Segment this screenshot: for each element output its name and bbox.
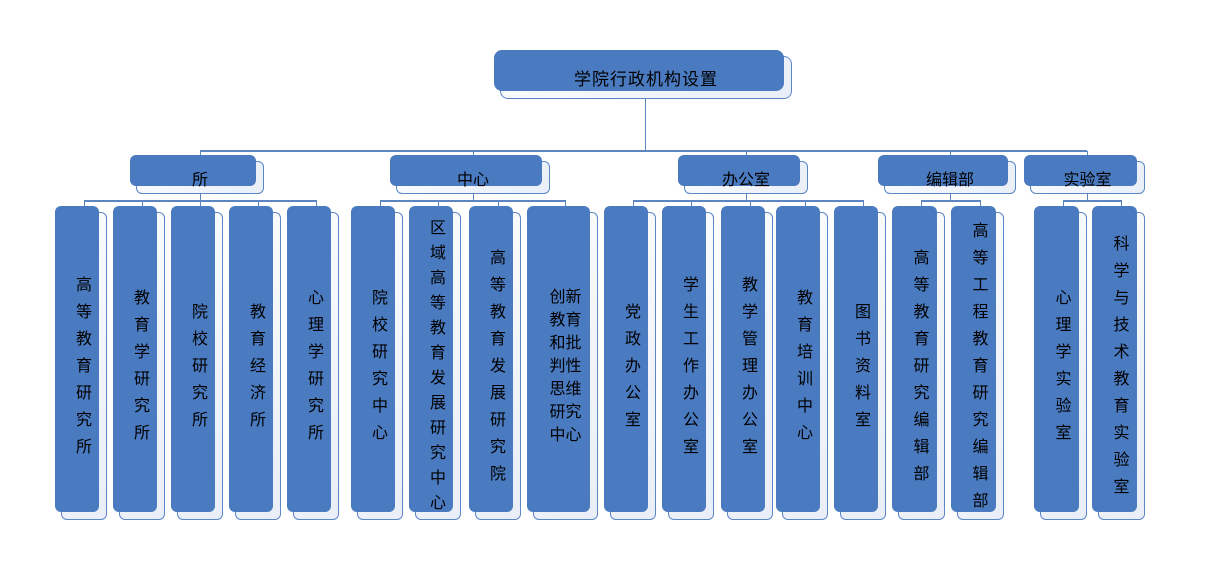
branch-header-label: 编辑部 <box>925 171 974 189</box>
connector-line-vertical <box>749 200 751 210</box>
org-leaf-box[interactable]: 教学管理办公室 <box>721 206 773 520</box>
connector-line-vertical <box>690 200 692 210</box>
org-leaf-label: 教育学研究所 <box>133 290 150 442</box>
org-leaf-box[interactable]: 图书资料室 <box>834 206 886 520</box>
org-leaf-label: 高等教育研究编辑部 <box>913 249 930 483</box>
connector-line-vertical <box>920 200 922 210</box>
branch-header-offices[interactable]: 办公室 <box>678 155 808 194</box>
branch-header-editorial[interactable]: 编辑部 <box>878 155 1016 194</box>
org-leaf-box[interactable]: 高等教育发展研究院 <box>469 206 521 520</box>
org-leaf-label: 心理学实验室 <box>1055 290 1072 442</box>
org-leaf-box[interactable]: 院校研究中心 <box>351 206 403 520</box>
org-leaf-label: 高等工程教育研究编辑部 <box>972 222 989 510</box>
connector-line-horizontal <box>633 200 863 202</box>
connector-line-vertical <box>1120 200 1122 210</box>
org-leaf-box[interactable]: 科学与技术教育实验室 <box>1092 206 1145 520</box>
connector-line-vertical <box>199 200 201 210</box>
connector-line-vertical <box>257 200 259 210</box>
org-leaf-box[interactable]: 教育经济所 <box>229 206 281 520</box>
connector-line-horizontal <box>1063 200 1121 202</box>
org-leaf-label: 教育培训中心 <box>796 290 813 442</box>
connector-line-horizontal <box>921 200 980 202</box>
connector-line-vertical <box>83 200 85 210</box>
connector-line-vertical <box>141 200 143 210</box>
org-leaf-label: 创新教育和批判性思维研究中心 <box>549 288 582 444</box>
org-leaf-label: 高等教育发展研究院 <box>489 249 506 483</box>
org-leaf-label: 学生工作办公室 <box>682 276 699 456</box>
branch-header-label: 办公室 <box>721 171 770 189</box>
connector-line-vertical <box>862 200 864 210</box>
org-leaf-box[interactable]: 高等教育研究所 <box>55 206 107 520</box>
connector-line-vertical <box>379 200 381 210</box>
org-leaf-box[interactable]: 心理学研究所 <box>287 206 339 520</box>
branch-header-labs[interactable]: 实验室 <box>1024 155 1145 194</box>
connector-line-vertical <box>745 193 747 201</box>
branch-header-label: 中心 <box>456 171 489 189</box>
org-leaf-label: 院校研究所 <box>191 303 208 429</box>
org-leaf-box[interactable]: 院校研究所 <box>171 206 223 520</box>
org-leaf-label: 心理学研究所 <box>307 290 324 442</box>
org-leaf-label: 高等教育研究所 <box>75 276 92 456</box>
connector-line-vertical <box>472 193 474 201</box>
connector-line-vertical <box>199 193 201 201</box>
connector-line-horizontal <box>84 200 316 202</box>
connector-line-vertical <box>1062 200 1064 210</box>
org-root-label: 学院行政机构设置 <box>574 70 718 89</box>
connector-line-vertical <box>564 200 566 210</box>
org-leaf-box[interactable]: 心理学实验室 <box>1034 206 1087 520</box>
connector-line-vertical <box>497 200 499 210</box>
org-leaf-box[interactable]: 教育培训中心 <box>776 206 828 520</box>
branch-header-institutes[interactable]: 所 <box>130 155 264 194</box>
org-root-box[interactable]: 学院行政机构设置 <box>494 50 792 99</box>
org-leaf-box[interactable]: 学生工作办公室 <box>662 206 714 520</box>
connector-line-vertical <box>949 193 951 201</box>
connector-line-vertical <box>644 98 646 151</box>
org-leaf-label: 教学管理办公室 <box>741 276 758 456</box>
connector-line-vertical <box>315 200 317 210</box>
connector-line-horizontal <box>380 200 565 202</box>
connector-line-horizontal <box>200 150 1087 152</box>
branch-header-centers[interactable]: 中心 <box>390 155 550 194</box>
org-leaf-box[interactable]: 高等工程教育研究编辑部 <box>951 206 1004 520</box>
connector-line-vertical <box>437 200 439 210</box>
connector-line-vertical <box>979 200 981 210</box>
org-leaf-label: 图书资料室 <box>854 303 871 429</box>
org-leaf-label: 科学与技术教育实验室 <box>1113 236 1130 496</box>
org-leaf-label: 区域高等教育发展研究中心 <box>429 220 446 512</box>
branch-header-label: 实验室 <box>1063 171 1112 189</box>
connector-line-vertical <box>1086 193 1088 201</box>
branch-header-label: 所 <box>191 171 208 189</box>
org-leaf-box[interactable]: 教育学研究所 <box>113 206 165 520</box>
org-leaf-label: 院校研究中心 <box>371 290 388 442</box>
org-leaf-box[interactable]: 区域高等教育发展研究中心 <box>409 206 461 520</box>
connector-line-vertical <box>632 200 634 210</box>
org-leaf-box[interactable]: 创新教育和批判性思维研究中心 <box>527 206 598 520</box>
org-leaf-box[interactable]: 党政办公室 <box>604 206 656 520</box>
org-leaf-box[interactable]: 高等教育研究编辑部 <box>892 206 945 520</box>
org-leaf-label: 党政办公室 <box>624 303 641 429</box>
org-leaf-label: 教育经济所 <box>249 303 266 429</box>
connector-line-vertical <box>804 200 806 210</box>
